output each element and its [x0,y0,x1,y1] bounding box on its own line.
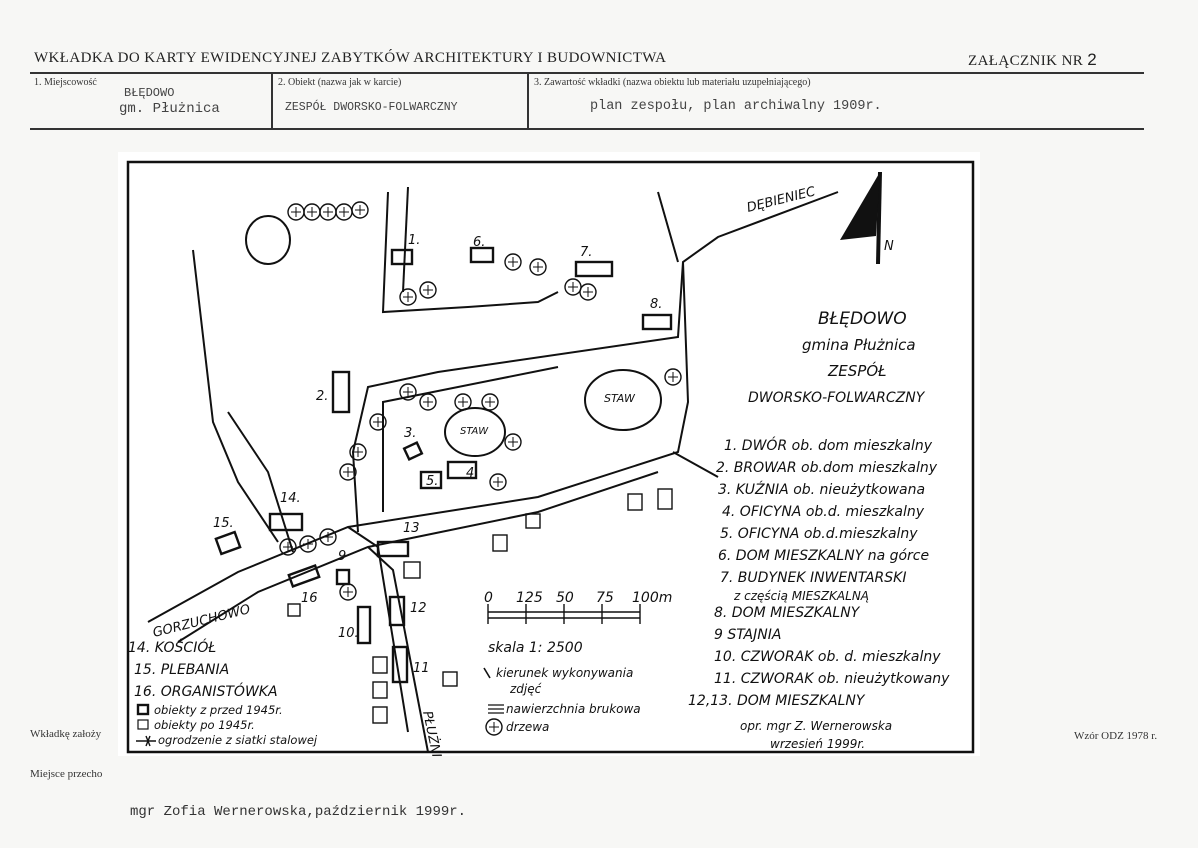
scale-tick: 125 [516,590,543,606]
north-label: N [884,239,894,254]
legend-item: 14. KOŚCIÓŁ [128,638,216,656]
building-number: 5. [426,474,438,489]
key-item: obiekty z przed 1945r. [154,703,283,717]
locality-value-1: BŁĘDOWO [124,86,175,100]
author-line: mgr Zofia Wernerowska,październik 1999r. [130,804,467,820]
footer-left-2: Miejsce przecho [30,768,103,780]
legend-item: 11. CZWORAK ob. nieużytkowany [714,671,950,687]
building-number: 13 [403,521,420,536]
building-number: 7. [580,245,592,260]
content-value: plan zespołu, plan archiwalny 1909r. [590,99,882,114]
legend-item: z częścią MIESZKALNĄ [733,589,869,603]
building-number: 2. [316,389,328,404]
pond-large [584,369,662,431]
pond-top-left [245,215,291,265]
building-number: 6. [473,235,485,250]
tree-icon [485,718,503,736]
legend-item: 12,13. DOM MIESZKALNY [688,693,866,709]
map-heading-2: DWORSKO-FOLWARCZNY [748,390,926,406]
scale-ticks: 0 125 50 75 100m [484,590,672,606]
buildings [214,246,673,684]
legend-item: 1. DWÓR ob. dom mieszkalny [724,436,933,454]
legend-right: 1. DWÓR ob. dom mieszkalny 2. BROWAR ob.… [688,436,950,709]
legend-item: 8. DOM MIESZKALNY [714,605,861,621]
building-number: 16 [301,591,318,606]
key-mid-item: drzewa [506,720,549,734]
legend-item: 2. BROWAR ob.dom mieszkalny [716,460,938,476]
north-arrow-icon [840,171,882,265]
legend-item: 15. PLEBANIA [134,662,229,678]
pond-label-large: STAW [604,392,636,405]
table-divider-2 [527,73,529,128]
annex-text: ZAŁĄCZNIK NR [968,53,1084,69]
legend-left: 14. KOŚCIÓŁ 15. PLEBANIA 16. ORGANISTÓWK… [128,638,278,700]
site-plan-map: STAW STAW 1. 2. [126,160,975,756]
key-item: obiekty po 1945r. [154,718,255,732]
legend-item: 4. OFICYNA ob.d. mieszkalny [722,504,925,520]
key-mid-item: zdjęć [509,682,542,696]
direction-left: GORZUCHOWO [151,602,252,641]
key-post1945-symbol [137,719,149,730]
content-label: 3. Zawartość wkładki (nazwa obiektu lub … [534,77,811,88]
locality-value-2: gm. Płużnica [119,101,220,117]
building-number: 11 [413,661,430,676]
scale-tick: 100m [632,590,672,606]
map-title: BŁĘDOWO [818,309,907,329]
legend-item: 3. KUŹNIA ob. nieużytkowana [718,480,925,498]
fence-icon [136,735,156,747]
key-mid-item: nawierzchnia brukowa [506,702,641,716]
photo-direction-icon [483,667,491,679]
scale-tick: 0 [484,590,493,606]
table-bottom-rule [30,128,1144,130]
legend-item: 6. DOM MIESZKALNY na górce [718,548,929,564]
map-border [126,160,975,754]
pond-label-small: STAW [460,426,489,437]
legend-item: 9 STAJNIA [714,627,781,643]
building-numbers: 1. 2. 3. 4. 5. 6. 7. 8. 9 10. 11 12 13 1… [213,233,662,676]
annex-number: 2 [1087,50,1098,69]
key-pre1945-symbol [136,703,150,716]
key-mid: kierunek wykonywania zdjęć nawierzchnia … [496,666,641,734]
building-number: 12 [410,601,427,616]
map-heading-1: ZESPÓŁ [827,361,887,380]
scale-tick: 50 [556,590,574,606]
pavement-icon [488,704,504,714]
object-label: 2. Obiekt (nazwa jak w karcie) [278,77,402,88]
footer-right: Wzór ODZ 1978 r. [1074,730,1158,742]
scale-text: skala 1: 2500 [488,640,583,656]
direction-top: DĘBIENIEC [745,184,817,216]
building-number: 1. [408,233,420,248]
direction-bottom: PŁUŻNICA [419,710,448,756]
building-number: 8. [650,297,662,312]
footer-left-1: Wkładkę założy [30,728,102,740]
form-title: WKŁADKA DO KARTY EWIDENCYJNEJ ZABYTKÓW A… [34,50,667,66]
locality-label: 1. Miejscowość [34,77,97,88]
signature-1: opr. mgr Z. Wernerowska [740,719,892,733]
legend-item: 7. BUDYNEK INWENTARSKI [720,570,906,586]
scale-tick: 75 [596,590,614,606]
pond-small [444,407,506,457]
key-item: ogrodzenie z siatki stalowej [158,733,318,747]
building-number: 9 [338,549,346,564]
object-value: ZESPÓŁ DWORSKO-FOLWARCZNY [285,101,458,114]
building-number: 15. [213,516,234,531]
building-number: 14. [280,491,301,506]
scale-bar [487,604,641,624]
map-subtitle: gmina Płużnica [802,336,916,354]
building-number: 3. [404,426,416,441]
table-top-rule [30,72,1144,74]
post-1945-buildings [287,488,673,724]
map-photo: STAW STAW 1. 2. [118,152,980,756]
table-divider-1 [271,73,273,128]
key-mid-item: kierunek wykonywania [496,666,633,680]
building-number: 4. [466,466,478,481]
legend-item: 16. ORGANISTÓWKA [134,682,278,700]
roads [147,186,839,753]
building-number: 10. [338,626,359,641]
signature-2: wrzesień 1999r. [770,737,865,751]
legend-item: 10. CZWORAK ob. d. mieszkalny [714,649,941,665]
legend-item: 5. OFICYNA ob.d.mieszkalny [720,526,918,542]
